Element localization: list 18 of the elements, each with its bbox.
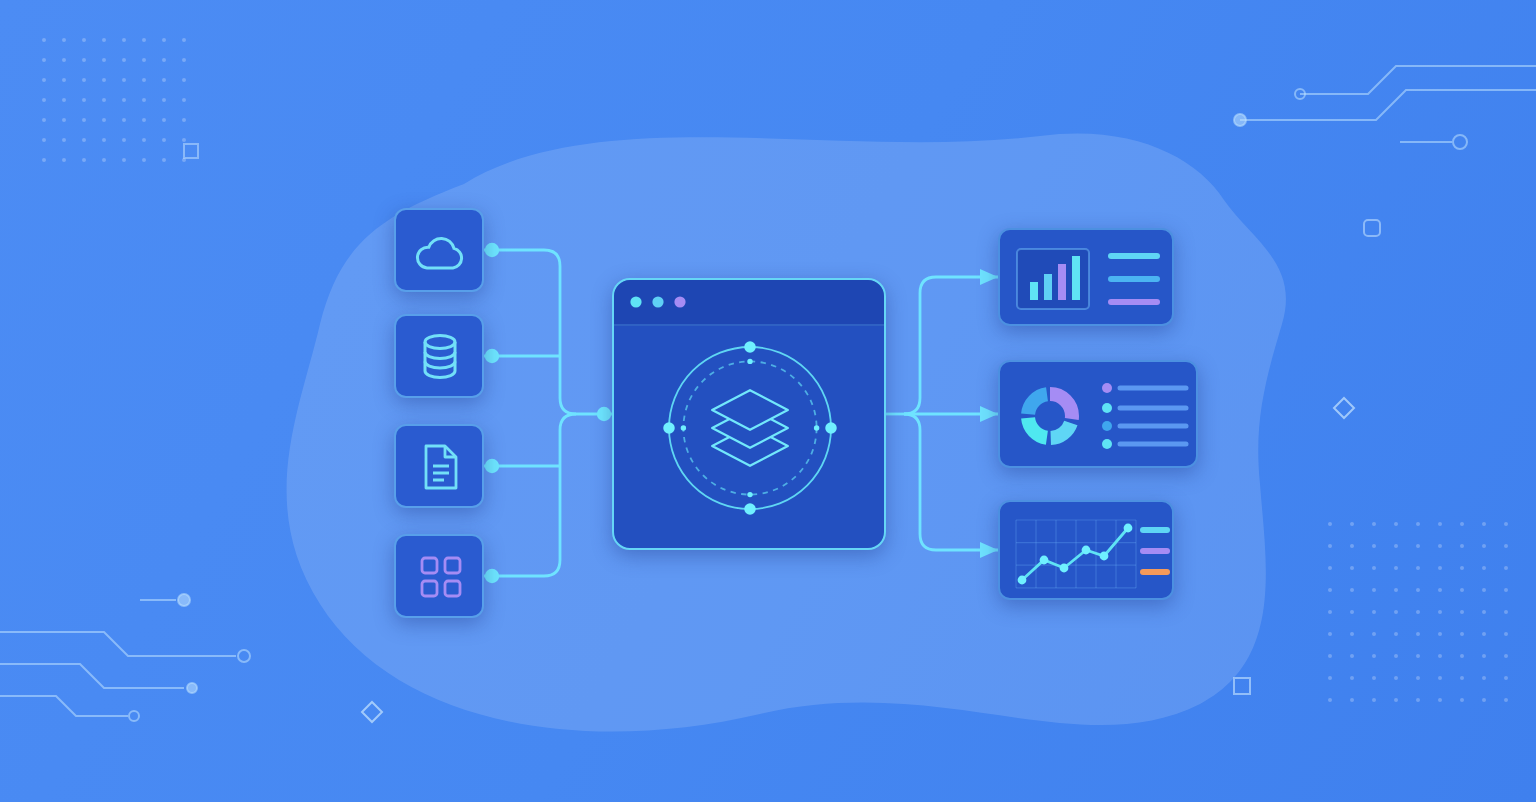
connector [576, 406, 612, 422]
connector [484, 458, 560, 474]
icon-tile [394, 534, 484, 618]
connector [484, 242, 562, 356]
connector [558, 412, 577, 466]
chart-card [998, 228, 1174, 326]
connector [484, 348, 560, 364]
arrow [903, 268, 998, 416]
connector [558, 356, 577, 416]
icon-tile [394, 424, 484, 508]
arrow [903, 412, 998, 559]
chart-card [998, 360, 1198, 468]
chart-card [998, 500, 1174, 600]
icon-tile [394, 314, 484, 398]
arrow [904, 405, 998, 423]
connector [484, 466, 562, 584]
app-window [612, 278, 886, 550]
icon-tile [394, 208, 484, 292]
